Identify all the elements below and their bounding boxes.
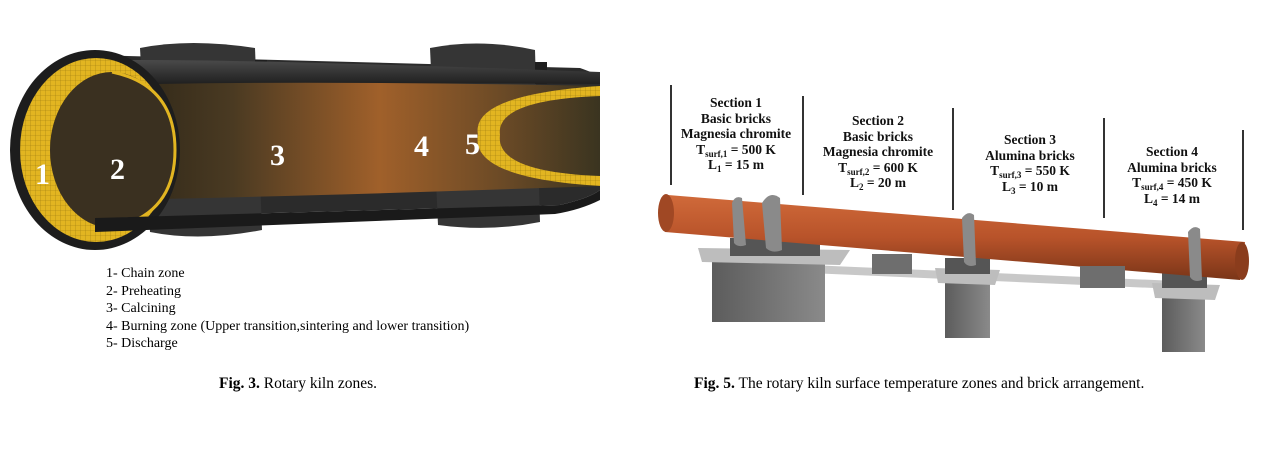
section-length: L4 = 14 m — [1143, 190, 1201, 208]
caption-text: Rotary kiln zones. — [263, 375, 377, 392]
section-length: L3 = 10 m — [1001, 178, 1059, 196]
section-brick-type: Basic bricks — [700, 110, 772, 126]
figure-5: Section 1 Basic bricks Magnesia chromite… — [640, 0, 1274, 451]
section-divider — [1242, 130, 1244, 230]
figure-5-caption: Fig. 5. The rotary kiln surface temperat… — [694, 375, 1144, 393]
section-divider — [670, 85, 672, 185]
legend-item: 4- Burning zone (Upper transition,sinter… — [106, 318, 470, 334]
section-title: Section 1 — [709, 95, 763, 110]
caption-label: Fig. 3. — [219, 375, 260, 392]
section-temperature: Tsurf,4 = 450 K — [1132, 175, 1212, 193]
figure-3-caption: Fig. 3. Rotary kiln zones. — [219, 375, 377, 393]
section-length: L2 = 20 m — [849, 175, 907, 193]
section-title: Section 4 — [1145, 144, 1199, 159]
section-brick-type: Alumina bricks — [1127, 159, 1217, 175]
legend-item: 2- Preheating — [106, 283, 182, 299]
section-brick-type: Alumina bricks — [985, 147, 1075, 163]
zone-legend: 1- Chain zone 2- Preheating 3- Calcining… — [106, 265, 469, 353]
zone-label-2: 2 — [110, 153, 125, 186]
section-material: Magnesia chromite — [680, 126, 792, 142]
section-temperature: Tsurf,3 = 550 K — [990, 163, 1070, 181]
section-material: Magnesia chromite — [822, 144, 934, 160]
zone-label-4: 4 — [414, 130, 429, 163]
section-temperature: Tsurf,1 = 500 K — [696, 141, 776, 159]
rotary-kiln-illustration — [658, 194, 1249, 352]
legend-item: 5- Discharge — [106, 336, 178, 351]
zone-label-1: 1 — [35, 158, 50, 191]
legend-item: 1- Chain zone — [106, 266, 185, 281]
kiln-cutaway-illustration — [10, 43, 600, 250]
zone-label-5: 5 — [465, 128, 480, 161]
section-temperature: Tsurf,2 = 600 K — [838, 159, 918, 177]
section-divider — [802, 96, 804, 195]
zone-label-3: 3 — [270, 139, 285, 172]
section-3-label: Section 3 Alumina bricks Tsurf,3 = 550 K… — [970, 132, 1090, 196]
figure-3: 1 2 3 4 5 1- Chain zone 2- Preheating 3-… — [0, 0, 620, 451]
section-4-label: Section 4 Alumina bricks Tsurf,4 = 450 K… — [1114, 144, 1230, 208]
section-length: L1 = 15 m — [707, 157, 765, 175]
section-brick-type: Basic bricks — [842, 128, 914, 144]
section-title: Section 2 — [851, 113, 905, 128]
section-title: Section 3 — [1003, 132, 1057, 147]
section-1-label: Section 1 Basic bricks Magnesia chromite… — [674, 95, 798, 175]
caption-text: The rotary kiln surface temperature zone… — [738, 375, 1145, 392]
section-divider — [952, 108, 954, 210]
legend-item: 3- Calcining — [106, 301, 176, 316]
section-divider — [1103, 118, 1105, 218]
caption-label: Fig. 5. — [694, 375, 735, 392]
section-2-label: Section 2 Basic bricks Magnesia chromite… — [816, 113, 940, 193]
